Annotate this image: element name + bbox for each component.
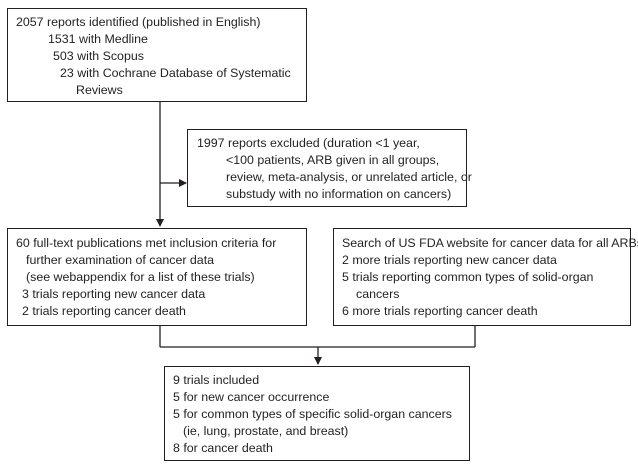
fda-cancer-death: 6 more trials reporting cancer death [342,304,538,318]
reports-identified-box: 2057 reports identified (published in En… [7,8,307,102]
included-total: 9 trials included [173,373,260,387]
excluded-line-2: <100 patients, ARB given in all groups, [226,153,440,167]
fda-solid-organ: 5 trials reporting common types of solid… [342,270,594,284]
included-new-cancer: 5 for new cancer occurrence [173,390,330,404]
excluded-line-3: review, meta-analysis, or unrelated arti… [226,170,472,184]
reports-identified-total: 2057 reports identified (published in En… [16,15,261,29]
trials-included-box: 9 trials included 5 for new cancer occur… [164,366,470,461]
reports-excluded-box: 1997 reports excluded (duration <1 year,… [187,129,472,207]
fulltext-new-cancer-data: 3 trials reporting new cancer data [22,287,206,301]
cochrane-count: 23 with Cochrane Database of Systematic [60,66,291,80]
fda-new-cancer-data: 2 more trials reporting new cancer data [342,253,557,267]
scopus-count: 503 with Scopus [53,49,144,63]
fda-search-box: Search of US FDA website for cancer data… [333,228,638,326]
excluded-line-4: substudy with no information on cancers) [226,187,452,201]
fulltext-line-1: 60 full-text publications met inclusion … [16,236,277,250]
fda-solid-organ-continued: cancers [356,287,400,301]
fulltext-line-3: (see webappendix for a list of these tri… [26,270,255,284]
included-solid-organ: 5 for common types of specific solid-org… [173,407,452,421]
fulltext-publications-box: 60 full-text publications met inclusion … [7,228,307,326]
fulltext-cancer-death: 2 trials reporting cancer death [22,304,186,318]
cochrane-count-continued: Reviews [76,83,123,97]
included-cancer-death: 8 for cancer death [173,441,273,455]
medline-count: 1531 with Medline [48,32,148,46]
fulltext-line-2: further examination of cancer data [26,253,215,267]
included-solid-organ-continued: (ie, lung, prostate, and breast) [183,424,349,438]
fda-line-1: Search of US FDA website for cancer data… [342,236,638,250]
excluded-line-1: 1997 reports excluded (duration <1 year, [197,136,420,150]
